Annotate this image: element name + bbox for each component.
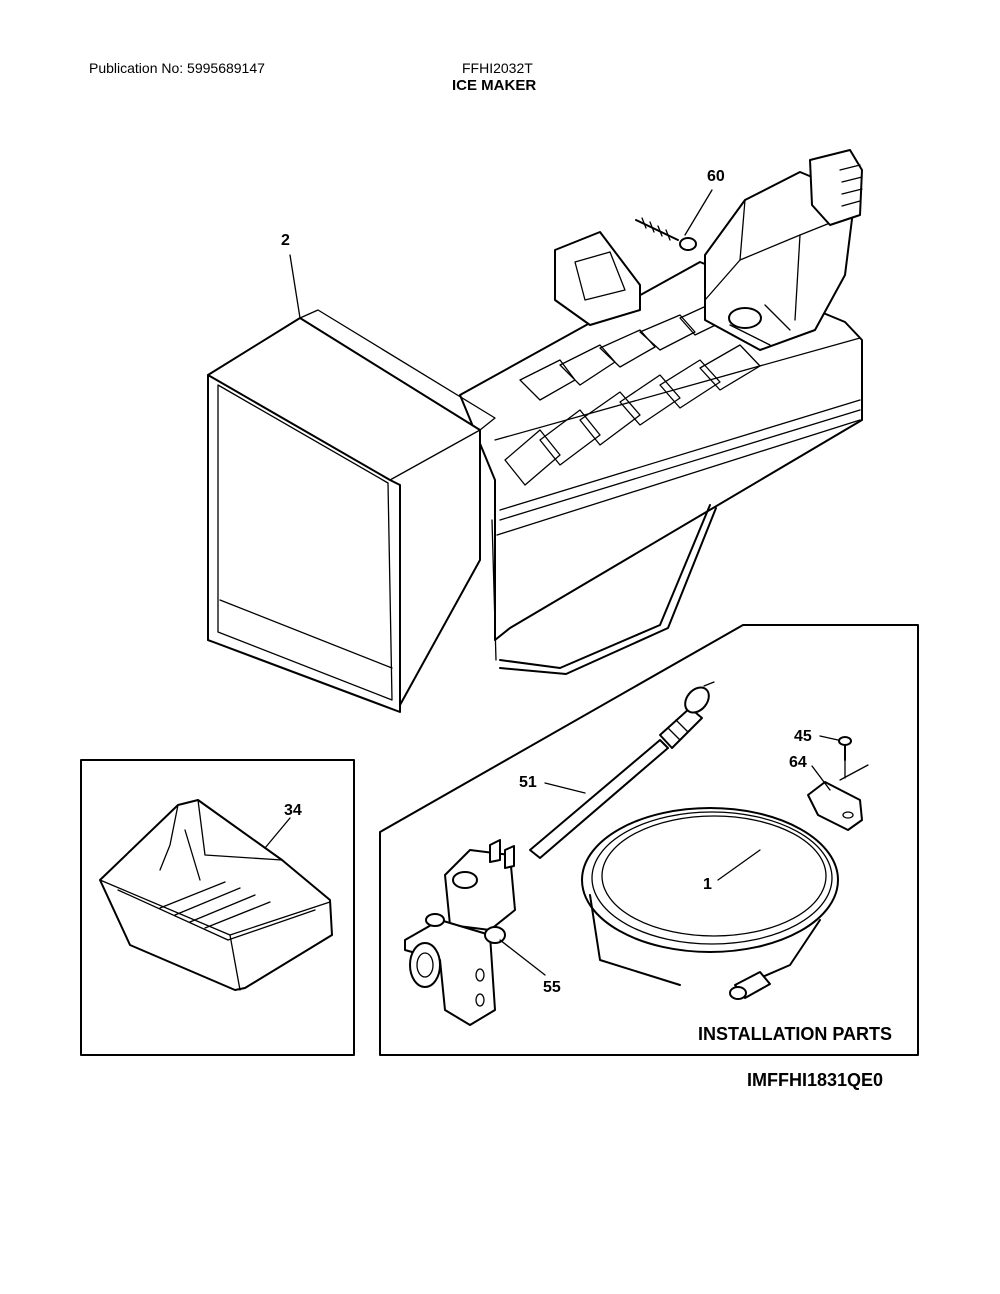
leader-51 <box>544 782 586 794</box>
screw-45-drawing <box>838 736 852 779</box>
screw-60-drawing <box>635 217 697 251</box>
callout-51: 51 <box>519 774 537 791</box>
leader-1 <box>717 849 761 881</box>
callout-55: 55 <box>543 979 561 996</box>
publication-number: Publication No: 5995689147 <box>89 60 265 76</box>
model-number: FFHI2032T <box>462 60 533 76</box>
callout-34: 34 <box>284 802 302 819</box>
mold-ribs <box>499 301 861 521</box>
water-line-drawing <box>581 807 839 1000</box>
leader-60 <box>684 189 713 236</box>
figure-code: IMFFHI1831QE0 <box>747 1070 883 1090</box>
ice-bin-drawing <box>99 799 333 991</box>
ice-maker-assembly-drawing <box>207 149 863 713</box>
leader-64 <box>811 765 831 791</box>
ice-bin-box <box>80 759 355 1056</box>
callout-64: 64 <box>789 754 807 771</box>
callout-2: 2 <box>281 232 290 249</box>
callout-45: 45 <box>794 728 812 745</box>
leader-55 <box>499 939 546 976</box>
clamp-64-drawing <box>807 764 869 831</box>
installation-parts-box <box>379 624 919 1056</box>
page-title: ICE MAKER <box>452 77 537 94</box>
installation-parts-title: INSTALLATION PARTS <box>698 1024 892 1044</box>
leader-34 <box>264 817 291 849</box>
feeler-arm <box>491 504 717 675</box>
fill-tube-drawing <box>529 681 715 859</box>
callout-1: 1 <box>703 876 712 893</box>
water-valve-drawing <box>404 839 516 1026</box>
leader-45 <box>819 735 839 741</box>
leader-2 <box>289 254 301 319</box>
callout-60: 60 <box>707 168 725 185</box>
